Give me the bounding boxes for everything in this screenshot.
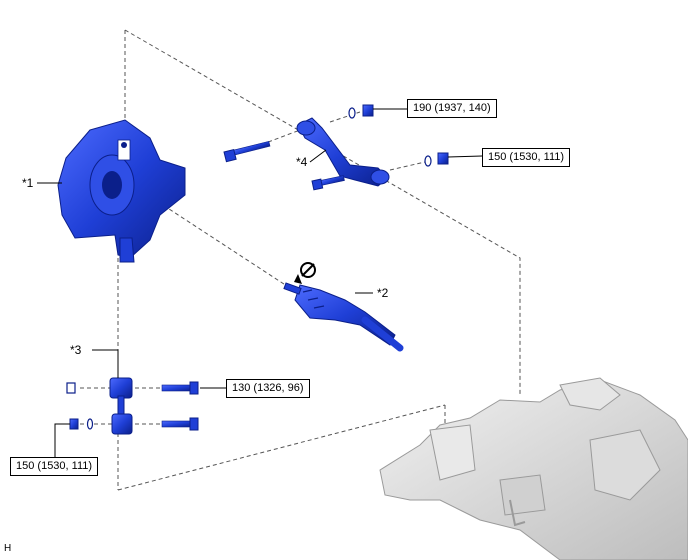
torque-callout-upper-arm-rear: 150 (1530, 111) [482, 148, 571, 167]
leader-lines [37, 108, 483, 457]
upper-control-arm [296, 117, 390, 187]
corner-mark: H [4, 543, 12, 554]
upper-arm-bolt-rear [311, 175, 345, 191]
drive-shaft [283, 282, 404, 352]
link-bolt-lower [161, 417, 199, 431]
link-nut-upper [66, 382, 76, 394]
stabilizer-link [109, 377, 133, 435]
torque-callout-upper-arm-front: 190 (1937, 140) [407, 99, 497, 118]
rear-suspension-member [379, 377, 688, 560]
label-stabilizer-link: *3 [70, 343, 82, 357]
no-reuse-icon [294, 262, 316, 284]
link-bolt-upper [161, 381, 199, 395]
upper-arm-bolt-front [223, 140, 271, 163]
label-upper-arm: *4 [296, 155, 308, 169]
upper-arm-nut-front [362, 104, 374, 117]
upper-arm-washer-front [348, 107, 356, 119]
torque-callout-link-lower: 150 (1530, 111) [10, 457, 99, 476]
steering-knuckle [57, 119, 186, 263]
torque-callout-link-upper: 130 (1326, 96) [226, 379, 310, 398]
label-drive-shaft: *2 [377, 286, 389, 300]
upper-arm-washer-rear [424, 155, 432, 167]
upper-arm-nut-rear [437, 152, 449, 165]
label-knuckle: *1 [22, 176, 34, 190]
